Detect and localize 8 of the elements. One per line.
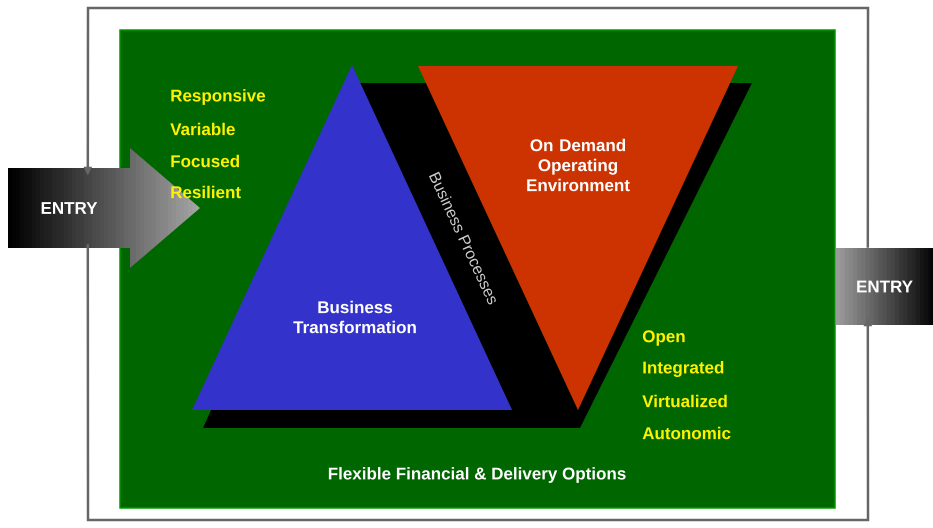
list-item: Autonomic bbox=[642, 426, 730, 440]
panel-caption: Flexible Financial & Delivery Options bbox=[328, 467, 626, 483]
list-item: Integrated bbox=[643, 361, 724, 377]
node-label: ENTRY bbox=[857, 280, 913, 292]
entry-box: ENTRY bbox=[836, 248, 933, 325]
list-item: Open bbox=[642, 330, 685, 346]
node-label: ENTRY bbox=[42, 202, 98, 214]
list-item: Virtualized bbox=[642, 394, 727, 408]
